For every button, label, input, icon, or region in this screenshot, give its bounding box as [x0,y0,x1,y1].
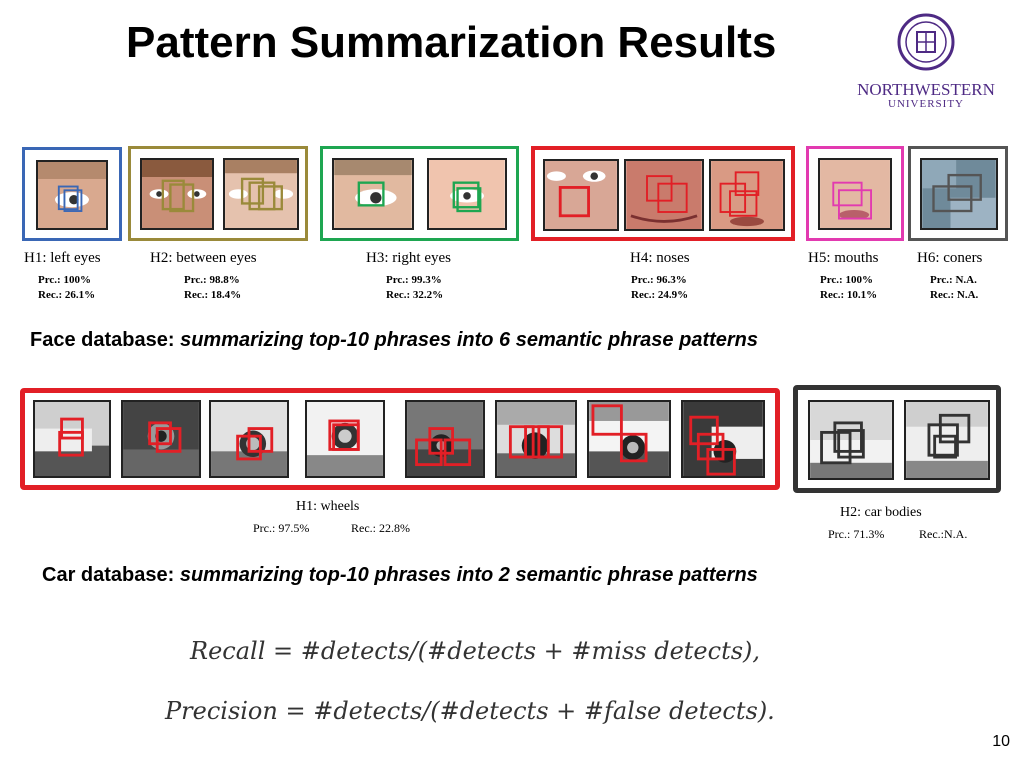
car-thumbnail [495,400,577,478]
car-thumbnail [681,400,765,478]
face-group-h2 [128,146,308,241]
pattern-recall: Rec.: 18.4% [184,289,242,301]
pattern-recall: Rec.: 10.1% [820,289,878,301]
caption-label: Face database: [30,329,175,351]
face-thumbnail [223,158,299,230]
caption-description: summarizing top-10 phrases into 2 semant… [179,564,758,586]
northwestern-logo: NORTHWESTERN UNIVERSITY [850,12,1010,112]
pattern-precision: Prc.: 97.5% [253,521,310,535]
pattern-precision: Prc.: 98.8% [184,274,240,286]
pattern-name: H6: coners [917,250,983,266]
face-thumbnail [624,159,704,231]
caption-description: summarizing top-10 phrases into 6 semant… [180,329,759,351]
face-group-h6 [908,146,1008,241]
pattern-name: H2: car bodies [840,505,922,520]
face-thumbnail [543,159,619,231]
face-group-h1 [22,147,122,241]
face-thumbnail [920,158,998,230]
face-thumbnail [709,159,785,231]
pattern-precision: Prc.: 99.3% [386,274,442,286]
face-thumbnail [818,158,892,230]
page-number: 10 [992,733,1010,750]
pattern-recall: Rec.: 26.1% [38,289,96,301]
logo-subtitle: UNIVERSITY [888,98,964,110]
car-thumbnail [305,400,385,478]
pattern-name: H4: noses [630,250,690,266]
face-thumbnail [36,160,108,230]
pattern-name: H1: left eyes [24,250,101,266]
car-thumbnail [405,400,485,478]
precision-formula: Precision = #detects/(#detects + #false … [165,697,775,725]
face-thumbnail [427,158,507,230]
car-thumbnail [33,400,111,478]
car-group-h1 [20,388,780,490]
pattern-recall: Rec.: 32.2% [386,289,444,301]
car-thumbnail [209,400,289,478]
slide-title: Pattern Summarization Results [126,18,777,67]
caption-label: Car database: [42,564,175,586]
recall-formula: Recall = #detects/(#detects + #miss dete… [190,637,761,665]
pattern-precision: Prc.: 100% [38,274,91,286]
pattern-recall: Rec.: N.A. [930,289,979,301]
car-group-h2 [793,385,1001,493]
pattern-name: H5: mouths [808,250,879,266]
pattern-recall: Rec.:N.A. [919,527,968,541]
car-thumbnail [808,400,894,480]
car-thumbnail [121,400,201,478]
face-thumbnail [140,158,214,230]
face-group-h4 [531,146,795,241]
pattern-name: H1: wheels [296,499,360,514]
pattern-recall: Rec.: 22.8% [351,521,410,535]
face-thumbnail [332,158,414,230]
face-group-h5 [806,146,904,241]
face-database-caption: Face database: summarizing top-10 phrase… [30,329,758,352]
car-thumbnail [904,400,990,480]
logo-wordmark: NORTHWESTERN [857,80,995,99]
pattern-precision: Prc.: N.A. [930,274,977,286]
university-seal-icon [897,12,955,77]
pattern-precision: Prc.: 71.3% [828,527,885,541]
pattern-name: H2: between eyes [150,250,257,266]
car-thumbnail [587,400,671,478]
pattern-precision: Prc.: 100% [820,274,873,286]
pattern-recall: Rec.: 24.9% [631,289,689,301]
pattern-name: H3: right eyes [366,250,451,266]
car-database-caption: Car database: summarizing top-10 phrases… [42,564,758,587]
face-group-h3 [320,146,519,241]
pattern-precision: Prc.: 96.3% [631,274,687,286]
